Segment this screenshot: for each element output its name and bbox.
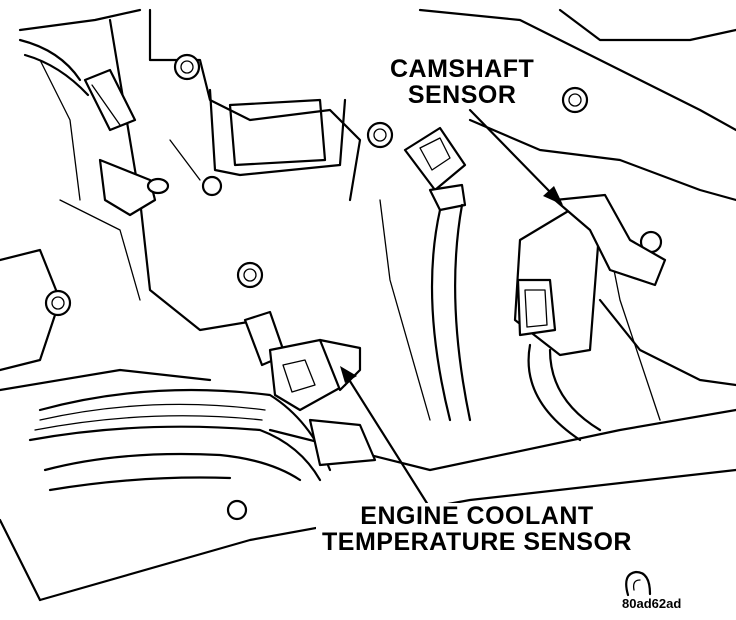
figure-id: 80ad62ad — [622, 596, 682, 611]
coolant-sensor-assembly — [28, 310, 377, 492]
ect-label-line-1: ENGINE COOLANT — [360, 502, 594, 530]
figure-logo-mark — [625, 570, 652, 597]
camshaft-label-line-2: SENSOR — [407, 81, 517, 110]
leader-arrows — [340, 108, 563, 510]
camshaft-label-line-1: CAMSHAFT — [390, 55, 535, 83]
mounting-bolts — [44, 53, 663, 521]
camshaft-sensor-label: CAMSHAFT SENSOR — [386, 55, 539, 110]
ect-label-line-2: TEMPERATURE SENSOR — [322, 528, 632, 557]
engine-coolant-temperature-sensor-label: ENGINE COOLANT TEMPERATURE SENSOR — [316, 503, 638, 556]
camshaft-sensor-assembly — [403, 126, 667, 442]
left-connector — [18, 38, 137, 132]
